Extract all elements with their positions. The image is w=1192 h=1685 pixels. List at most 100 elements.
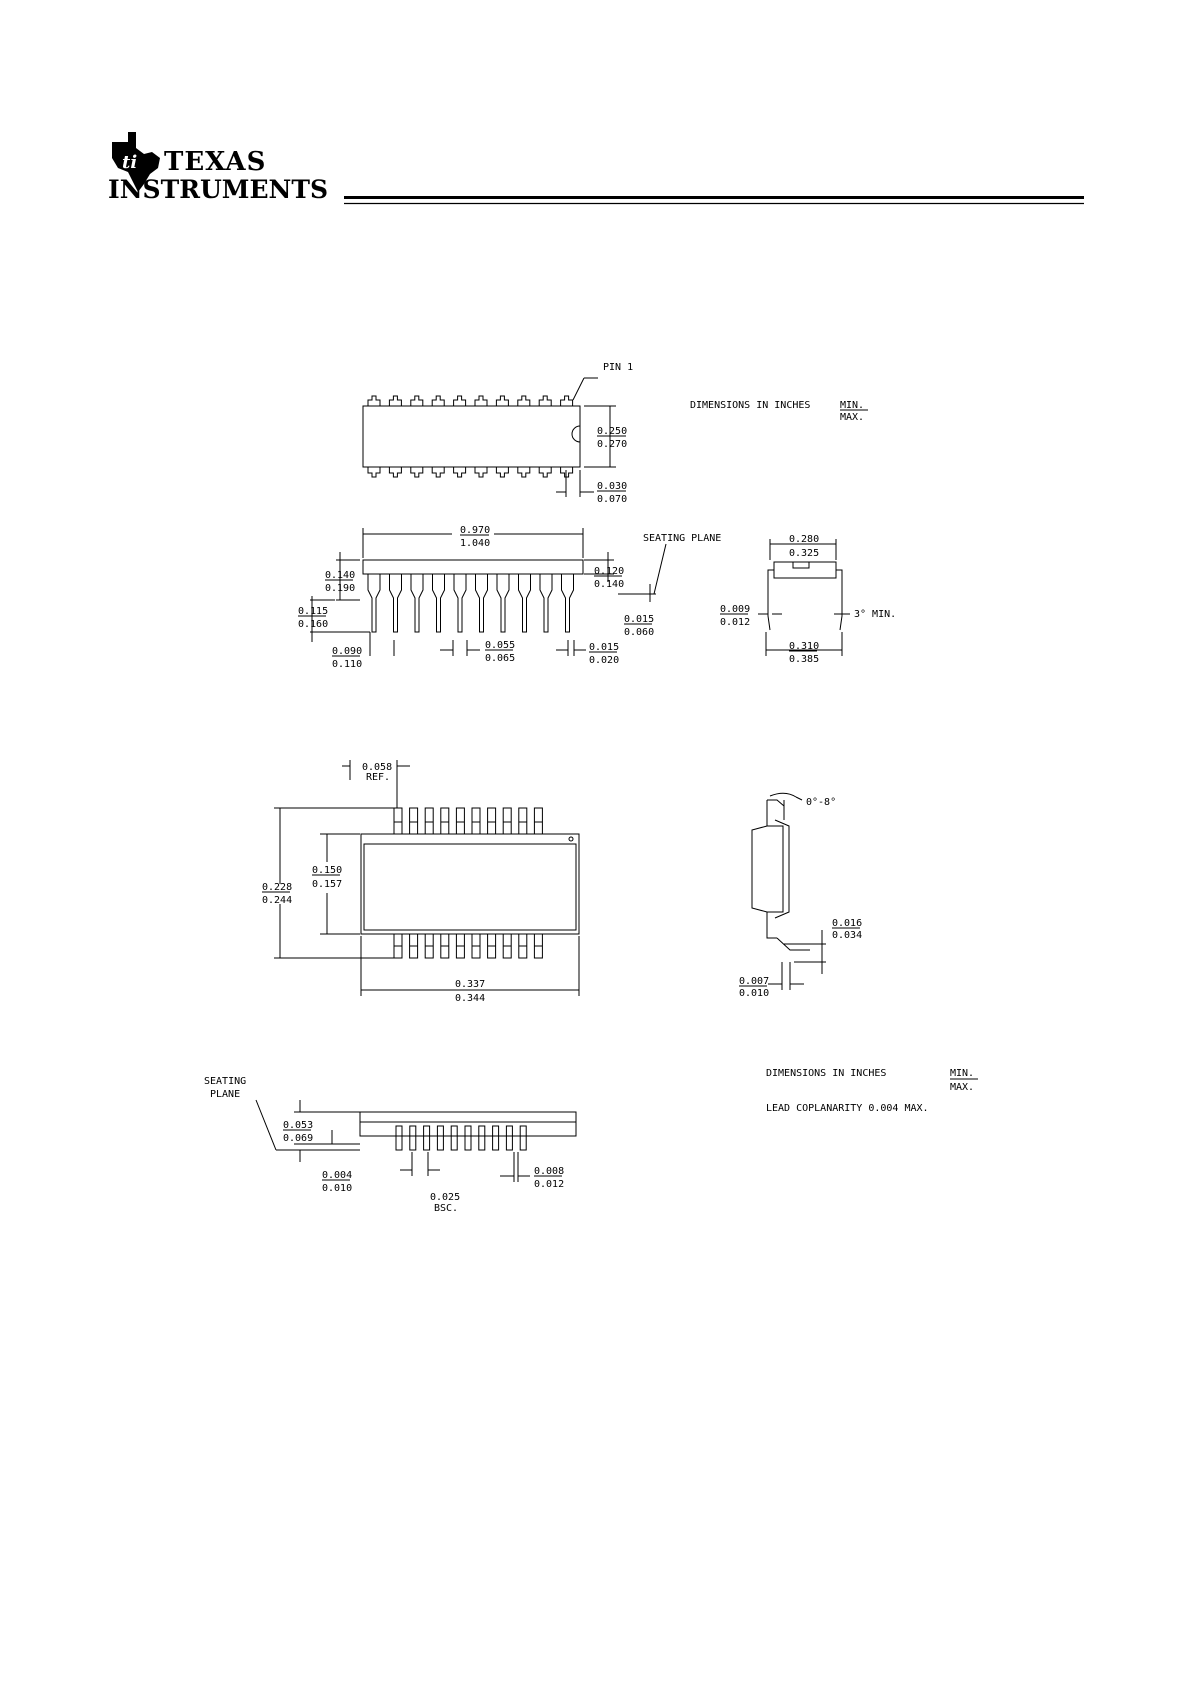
soic-notes: DIMENSIONS IN INCHES MIN. MAX. LEAD COPL… <box>766 1068 978 1114</box>
soic-angle: 0°-8° <box>806 797 836 808</box>
dip-len-min: 0.970 <box>460 525 490 536</box>
soic-top-pin-upper <box>471 807 481 835</box>
dip-seating-plane: SEATING PLANE <box>643 533 721 544</box>
soic-side-pin <box>492 1125 500 1151</box>
soic-standoff-min: 0.004 <box>322 1170 352 1181</box>
dip-top-pin-lower <box>474 467 488 478</box>
dip-end-w-min: 0.280 <box>789 534 819 545</box>
soic-foot-min: 0.016 <box>832 918 862 929</box>
soic-side-pin <box>395 1125 403 1151</box>
soic-height-min: 0.053 <box>283 1120 313 1131</box>
dip-side-pin <box>539 574 553 633</box>
page-header: ti TEXAS INSTRUMENTS <box>0 0 1192 230</box>
soic-seating-2: PLANE <box>210 1089 240 1100</box>
soic-side-pin <box>436 1125 444 1151</box>
soic-total-w-min: 0.228 <box>262 882 292 893</box>
dip-top-pin-lower <box>431 467 445 478</box>
dip-side-pin <box>367 574 381 633</box>
dip-units-min: MIN. <box>840 400 864 411</box>
dip-p1-max: 0.110 <box>332 659 362 670</box>
soic-top-pin-upper <box>502 807 512 835</box>
soic-len-min: 0.337 <box>455 979 485 990</box>
dip-h2-max: 0.160 <box>298 619 328 630</box>
dip-top-pin-lower <box>410 467 424 478</box>
soic-body-w-min: 0.150 <box>312 865 342 876</box>
soic-top-view: 0.058 REF. 0.150 0.157 0.228 0.244 0.337… <box>262 760 580 1004</box>
dip-end-view: 0.280 0.325 0.009 0.012 3° MIN. 0.310 0.… <box>720 534 896 665</box>
dip-p2-max: 0.065 <box>485 653 515 664</box>
soic-pitch-label: BSC. <box>434 1203 458 1214</box>
dip-side-pin <box>410 574 424 633</box>
soic-coplanarity: LEAD COPLANARITY 0.004 MAX. <box>766 1103 929 1114</box>
dip-side-pin <box>389 574 402 633</box>
soic-pitch-value: 0.025 <box>430 1192 460 1203</box>
soic-lead-t-min: 0.007 <box>739 976 769 987</box>
dip-end-t-max: 0.012 <box>720 617 750 628</box>
soic-side-pin <box>464 1125 472 1151</box>
dip-top-pin-lower <box>367 467 381 478</box>
dip-h2-min: 0.115 <box>298 606 328 617</box>
dip-p2-min: 0.055 <box>485 640 515 651</box>
soic-foot-max: 0.034 <box>832 930 862 941</box>
dip-h1-min: 0.140 <box>325 570 355 581</box>
texas-state-icon <box>112 132 160 192</box>
soic-top-pin-upper <box>533 807 543 835</box>
soic-top-pin-upper <box>424 807 434 835</box>
dip-side-pin <box>453 574 467 633</box>
header-rule <box>344 196 1084 205</box>
dip-h1-max: 0.190 <box>325 583 355 594</box>
dip-top-pin-lower <box>495 467 509 478</box>
brand-line2: INSTRUMENTS <box>108 175 328 204</box>
dip-top-pin-upper <box>538 395 552 406</box>
soic-side-pin <box>478 1125 486 1151</box>
soic-body-w-max: 0.157 <box>312 879 342 890</box>
dip-p1-min: 0.090 <box>332 646 362 657</box>
soic-side-pins <box>395 1125 527 1151</box>
soic-top-pin-upper <box>487 807 497 835</box>
soic-lead-w-min: 0.008 <box>534 1166 564 1177</box>
soic-side-pin <box>519 1125 527 1151</box>
dip-top-pin-lower <box>388 467 402 478</box>
dip-top-pin-upper <box>495 395 509 406</box>
dip-h4-min: 0.015 <box>624 614 654 625</box>
dip-side-pin <box>432 574 445 633</box>
soic-end-view: 0°-8° 0.016 0.034 0.007 0.010 <box>739 792 862 999</box>
soic-ref-label: REF. <box>366 772 390 783</box>
soic-lead-t-max: 0.010 <box>739 988 769 999</box>
dip-side-pin <box>475 574 488 633</box>
soic-seating-1: SEATING <box>204 1076 246 1087</box>
soic-ref-value: 0.058 <box>362 762 392 773</box>
dip-units-note: DIMENSIONS IN INCHES <box>690 400 810 411</box>
dip-top-pin-upper <box>431 395 445 406</box>
dip-top-view: PIN 1 0.250 0.270 0.030 0.070 DIMENSIONS… <box>362 362 868 505</box>
dip-top-s-min: 0.030 <box>597 481 627 492</box>
dip-top-pin-lower <box>538 467 552 478</box>
soic-top-pin-upper <box>455 807 465 835</box>
dip-end-w-max: 0.325 <box>789 548 819 559</box>
dip-top-pin-upper <box>453 395 467 406</box>
soic-side-pin <box>423 1125 431 1151</box>
soic-lead-w-max: 0.012 <box>534 1179 564 1190</box>
soic-units-min: MIN. <box>950 1068 974 1079</box>
dip-side-pins <box>367 574 574 633</box>
dip-h3-min: 0.120 <box>594 566 624 577</box>
dip-p3-max: 0.020 <box>589 655 619 666</box>
texas-instruments-logo: ti TEXAS INSTRUMENTS <box>108 132 348 212</box>
dip-top-s-max: 0.070 <box>597 494 627 505</box>
soic-len-max: 0.344 <box>455 993 485 1004</box>
dip-p3-min: 0.015 <box>589 642 619 653</box>
dip-end-t-min: 0.009 <box>720 604 750 615</box>
dip-end-s-max: 0.385 <box>789 654 819 665</box>
svg-text:ti: ti <box>122 152 137 173</box>
soic-top-pins <box>393 807 543 959</box>
dip-h4-max: 0.060 <box>624 627 654 638</box>
dip-side-pin <box>496 574 510 633</box>
dip-top-pin-upper <box>388 395 402 406</box>
dip-side-pin <box>518 574 531 633</box>
soic-units-max: MAX. <box>950 1082 974 1093</box>
dip-top-pin-lower <box>517 467 531 478</box>
dip-top-w-max: 0.270 <box>597 439 627 450</box>
soic-top-pin-upper <box>393 807 403 835</box>
dip-h3-max: 0.140 <box>594 579 624 590</box>
dip-end-angle: 3° MIN. <box>854 609 896 620</box>
